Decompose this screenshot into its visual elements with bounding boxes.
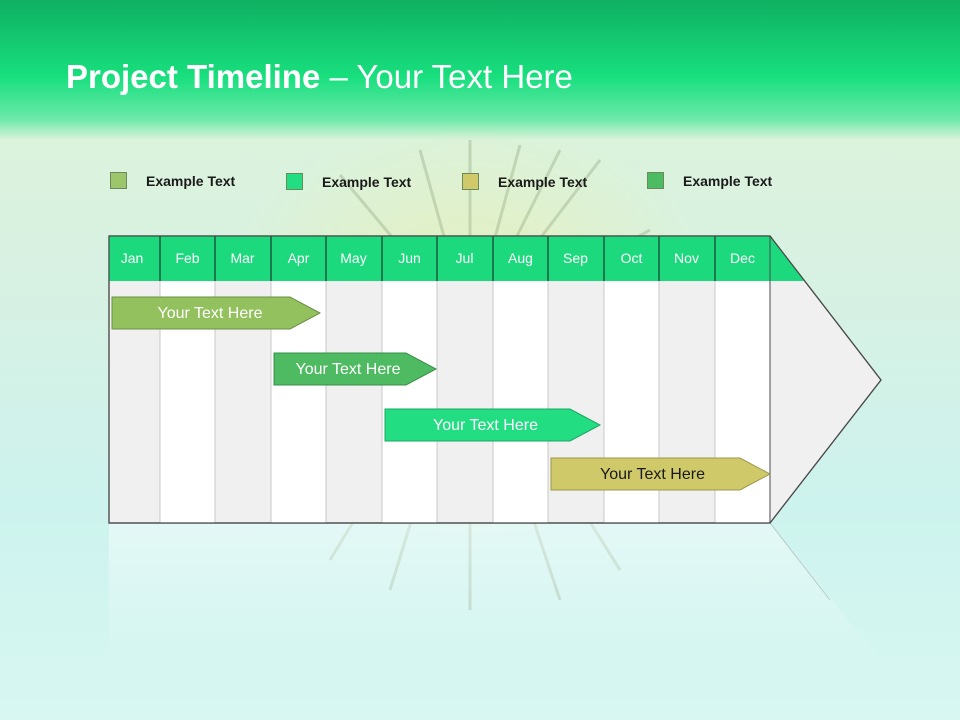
month-label-feb: Feb: [175, 250, 200, 266]
task-arrow-3: [384, 408, 602, 442]
task-label-1: Your Text Here: [157, 305, 263, 322]
task-arrow-2: [273, 352, 438, 386]
legend-swatch: [286, 173, 303, 190]
reflection-edge: [769, 522, 831, 601]
month-label-jan: Jan: [120, 250, 144, 266]
month-label-mar: Mar: [230, 250, 255, 266]
legend-label: Example Text: [683, 172, 773, 189]
month-label-nov: Nov: [674, 250, 699, 266]
task-arrow-1: [111, 296, 322, 330]
legend-label: Example Text: [146, 172, 236, 189]
legend-item-4: Example Text: [647, 172, 772, 189]
grid-column: [493, 281, 548, 523]
title-rest: – Your Text Here: [320, 58, 573, 95]
task-label-3: Your Text Here: [433, 417, 538, 434]
legend-label: Example Text: [498, 173, 588, 190]
legend-swatch: [110, 172, 127, 189]
legend-swatch: [462, 173, 479, 190]
month-label-jul: Jul: [455, 250, 474, 266]
legend-swatch: [647, 172, 664, 189]
task-label-4: Your Text Here: [600, 466, 705, 483]
month-label-apr: Apr: [287, 250, 310, 266]
task-label-2: Your Text Here: [295, 361, 401, 378]
month-header-band: [109, 236, 804, 281]
month-label-aug: Aug: [508, 250, 533, 266]
legend-label: Example Text: [322, 173, 412, 190]
legend-item-1: Example Text: [110, 172, 235, 189]
header-band: [0, 0, 960, 140]
month-label-jun: Jun: [398, 250, 421, 266]
grid-column: [382, 281, 437, 523]
legend-item-3: Example Text: [462, 173, 587, 190]
title-bold: Project Timeline: [66, 58, 321, 95]
slide-title: Project Timeline – Your Text Here: [66, 58, 573, 96]
timeline-arrow-outline: [108, 235, 882, 524]
month-label-sep: Sep: [563, 250, 588, 266]
month-label-may: May: [340, 250, 367, 266]
legend-item-2: Example Text: [286, 173, 411, 190]
timeline-reflection: [109, 523, 880, 660]
task-arrow-4: [550, 457, 772, 491]
month-label-dec: Dec: [730, 250, 755, 266]
month-label-oct: Oct: [620, 250, 643, 266]
